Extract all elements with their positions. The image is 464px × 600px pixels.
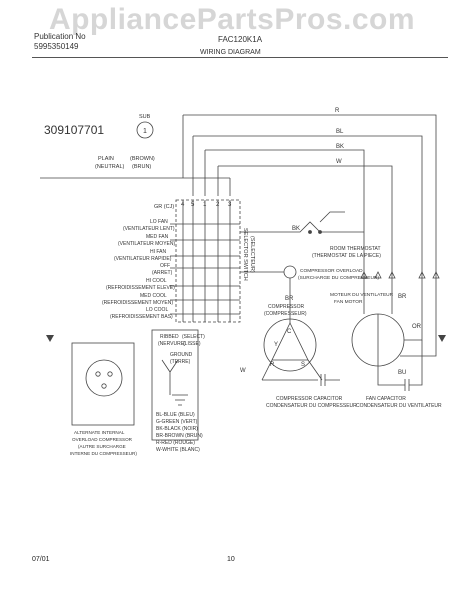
overload-label: COMPRESSOR OVERLOAD xyxy=(300,268,363,274)
wire-br-label: BR xyxy=(285,296,294,302)
wire-y-label: Y xyxy=(274,342,278,348)
alt-overload-line-0: ALTERNATE INTERNAL xyxy=(74,430,125,435)
wire-white xyxy=(218,165,393,272)
terminal-3: 3 xyxy=(228,202,232,208)
alt-overload-line-3: INTERNE DU COMPRESSEUR) xyxy=(70,451,137,456)
wire-bk-label: BK xyxy=(336,144,344,150)
plain-fr: (NEUTRAL) xyxy=(95,164,125,170)
fan-capacitor-symbol xyxy=(377,340,423,391)
fan-motor-fr: MOTEUR DU VENTILATEUR xyxy=(330,292,394,298)
fan-capacitor-label: FAN CAPACITOR xyxy=(366,396,406,402)
wire-bl-label: BL xyxy=(336,129,344,135)
legend-2: BK-BLACK (NOIR) xyxy=(156,426,198,432)
switch-pos-11: (REFROIDISSEMENT MOYEN) xyxy=(102,300,173,306)
wire-r-label: R xyxy=(335,108,340,114)
fan-capacitor-fr: CONDENSATEUR DU VENTILATEUR xyxy=(356,403,442,409)
legend-1: G-GREEN (VERT) xyxy=(156,419,198,425)
fan-motor-label: FAN MOTOR xyxy=(334,299,363,305)
wire-blue xyxy=(193,135,423,272)
room-thermostat-label: ROOM THERMOSTAT xyxy=(330,246,381,252)
publication-number: 5995350149 xyxy=(34,42,79,51)
plain-label: PLAIN xyxy=(98,156,114,162)
wire-black xyxy=(205,149,365,232)
ground-symbol xyxy=(172,394,188,406)
legend-4: R-RED (ROUGE) xyxy=(156,440,195,446)
ribbed-fr: (NERVURE) xyxy=(158,341,186,347)
terminal-s-label: S xyxy=(301,362,305,368)
terminal-r-label: R xyxy=(270,362,275,368)
alt-overload-line-2: (AUTRE SURCHARGE xyxy=(78,444,126,449)
ground-terminal-label: GR (CJ) xyxy=(154,204,174,210)
brown-label: (BROWN) xyxy=(130,156,155,162)
sub-number: 1 xyxy=(143,128,147,135)
terminal-2: 2 xyxy=(216,202,220,208)
terminal-c-label: C xyxy=(287,329,292,335)
sub-circle xyxy=(136,121,154,139)
compressor-fr: (COMPRESSEUR) xyxy=(264,311,307,317)
overload-fr: (SURCHARGE DU COMPRESSEUR) xyxy=(298,275,379,281)
terminal-1: 1 xyxy=(203,202,207,208)
ribbed-label: RIBBED xyxy=(160,334,179,340)
legend-5: W-WHITE (BLANC) xyxy=(156,447,200,453)
wire-red xyxy=(183,114,437,272)
switch-pos-0: LO FAN xyxy=(150,219,168,225)
legend-0: BL-BLUE (BLEU) xyxy=(156,412,195,418)
wire-w-label: W xyxy=(336,159,342,165)
compressor-label: COMPRESSOR xyxy=(268,304,305,310)
wire-bk2-label: BK xyxy=(292,226,300,232)
compressor-capacitor-label: COMPRESSOR CAPACITOR xyxy=(276,396,343,402)
switch-pos-2: MED FAN xyxy=(146,234,169,240)
terminal-5: 5 xyxy=(191,202,195,208)
brown-fr: (BRUN) xyxy=(132,164,151,170)
ground-fr: (TERRE) xyxy=(170,359,191,365)
switch-pos-12: LO COOL xyxy=(146,307,168,313)
smooth-fr: (LISSE) xyxy=(183,341,201,347)
part-number: 309107701 xyxy=(44,123,104,137)
switch-pos-13: (REFROIDISSEMENT BAS) xyxy=(110,314,173,320)
plug-box xyxy=(151,329,199,441)
publication-label: Publication No xyxy=(34,32,86,41)
switch-pos-1: (VENTILATEUR LENT) xyxy=(123,226,175,232)
footer-page: 10 xyxy=(227,556,235,563)
smooth-label: (SELECT) xyxy=(182,334,205,340)
compressor-capacitor-fr: CONDENSATEUR DU COMPRESSEUR xyxy=(266,403,357,409)
alternate-overload-box xyxy=(71,342,135,426)
ground-label: GROUND xyxy=(170,352,193,358)
selector-switch-fr: (SELECTEUR) xyxy=(249,236,255,273)
switch-pos-9: (REFROIDISSEMENT ELEVE) xyxy=(106,285,175,291)
watermark: AppliancePartsPros.com xyxy=(48,3,416,36)
switch-pos-3: (VENTILATEUR MOYEN) xyxy=(118,241,175,247)
header-rule xyxy=(32,57,448,58)
switch-pos-10: MED COOL xyxy=(140,293,167,299)
thermostat-wire xyxy=(240,221,364,233)
alt-overload-line-1: OVERLOAD COMPRESSOR xyxy=(72,437,133,442)
room-thermostat-fr: (THERMOSTAT DE LA PIECE) xyxy=(312,253,381,259)
sub-label: SUB xyxy=(139,114,151,120)
compressor-capacitor-symbol xyxy=(262,374,340,386)
overload-symbol xyxy=(283,265,297,279)
wire-w2-label: W xyxy=(240,368,246,374)
switch-pos-4: HI FAN xyxy=(150,249,167,255)
wire-bu-label: BU xyxy=(398,370,406,376)
model-number: FAC120K1A xyxy=(218,35,263,44)
switch-pos-6: OFF xyxy=(160,263,170,269)
terminal-4: 4 xyxy=(181,202,185,208)
selector-switch-body xyxy=(175,199,241,323)
wire-or-label: OR xyxy=(412,324,422,330)
switch-pos-8: HI COOL xyxy=(146,278,167,284)
wire-br2-label: BR xyxy=(398,294,407,300)
selector-switch-label: SELECTOR SWITCH xyxy=(242,228,248,281)
switch-pos-7: (ARRET) xyxy=(152,270,173,276)
diagram-title: WIRING DIAGRAM xyxy=(200,49,261,56)
footer-date: 07/01 xyxy=(32,556,50,563)
legend-3: BR-BROWN (BRUN) xyxy=(156,433,203,439)
switch-pos-5: (VENTILATEUR RAPIDE) xyxy=(114,256,172,262)
